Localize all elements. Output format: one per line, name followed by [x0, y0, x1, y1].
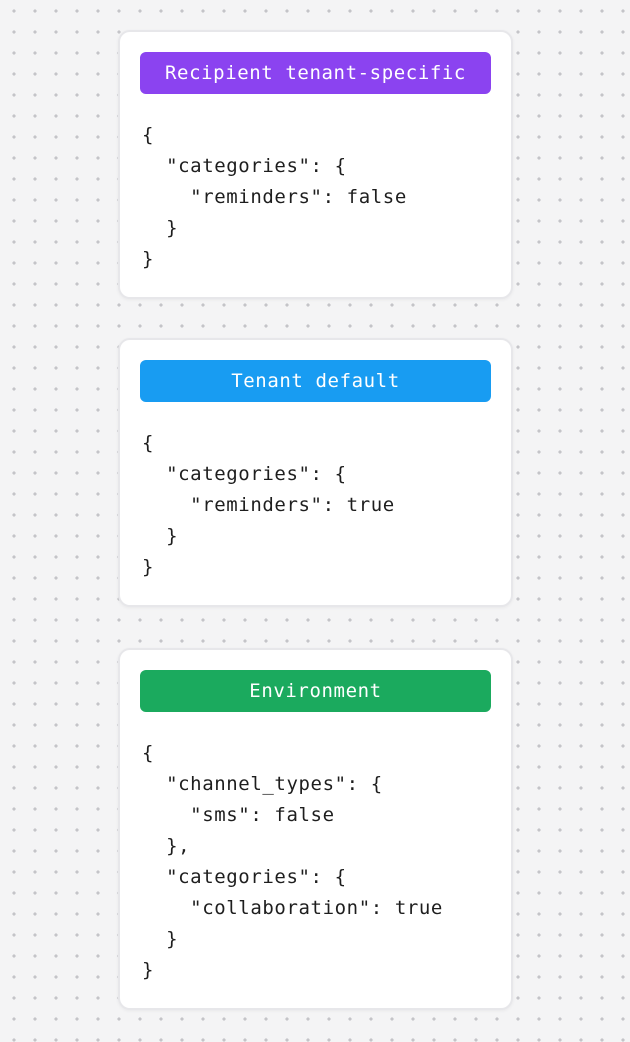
card-tenant-default: Tenant default { "categories": { "remind… [118, 338, 513, 607]
code-block-tenant-default: { "categories": { "reminders": true } } [142, 432, 395, 578]
code-block-recipient-tenant-specific: { "categories": { "reminders": false } } [142, 124, 407, 270]
badge-recipient-tenant-specific: Recipient tenant-specific [140, 52, 491, 94]
code-block-environment: { "channel_types": { "sms": false }, "ca… [142, 742, 443, 981]
badge-environment: Environment [140, 670, 491, 712]
badge-tenant-default: Tenant default [140, 360, 491, 402]
card-recipient-tenant-specific: Recipient tenant-specific { "categories"… [118, 30, 513, 299]
card-environment: Environment { "channel_types": { "sms": … [118, 648, 513, 1010]
